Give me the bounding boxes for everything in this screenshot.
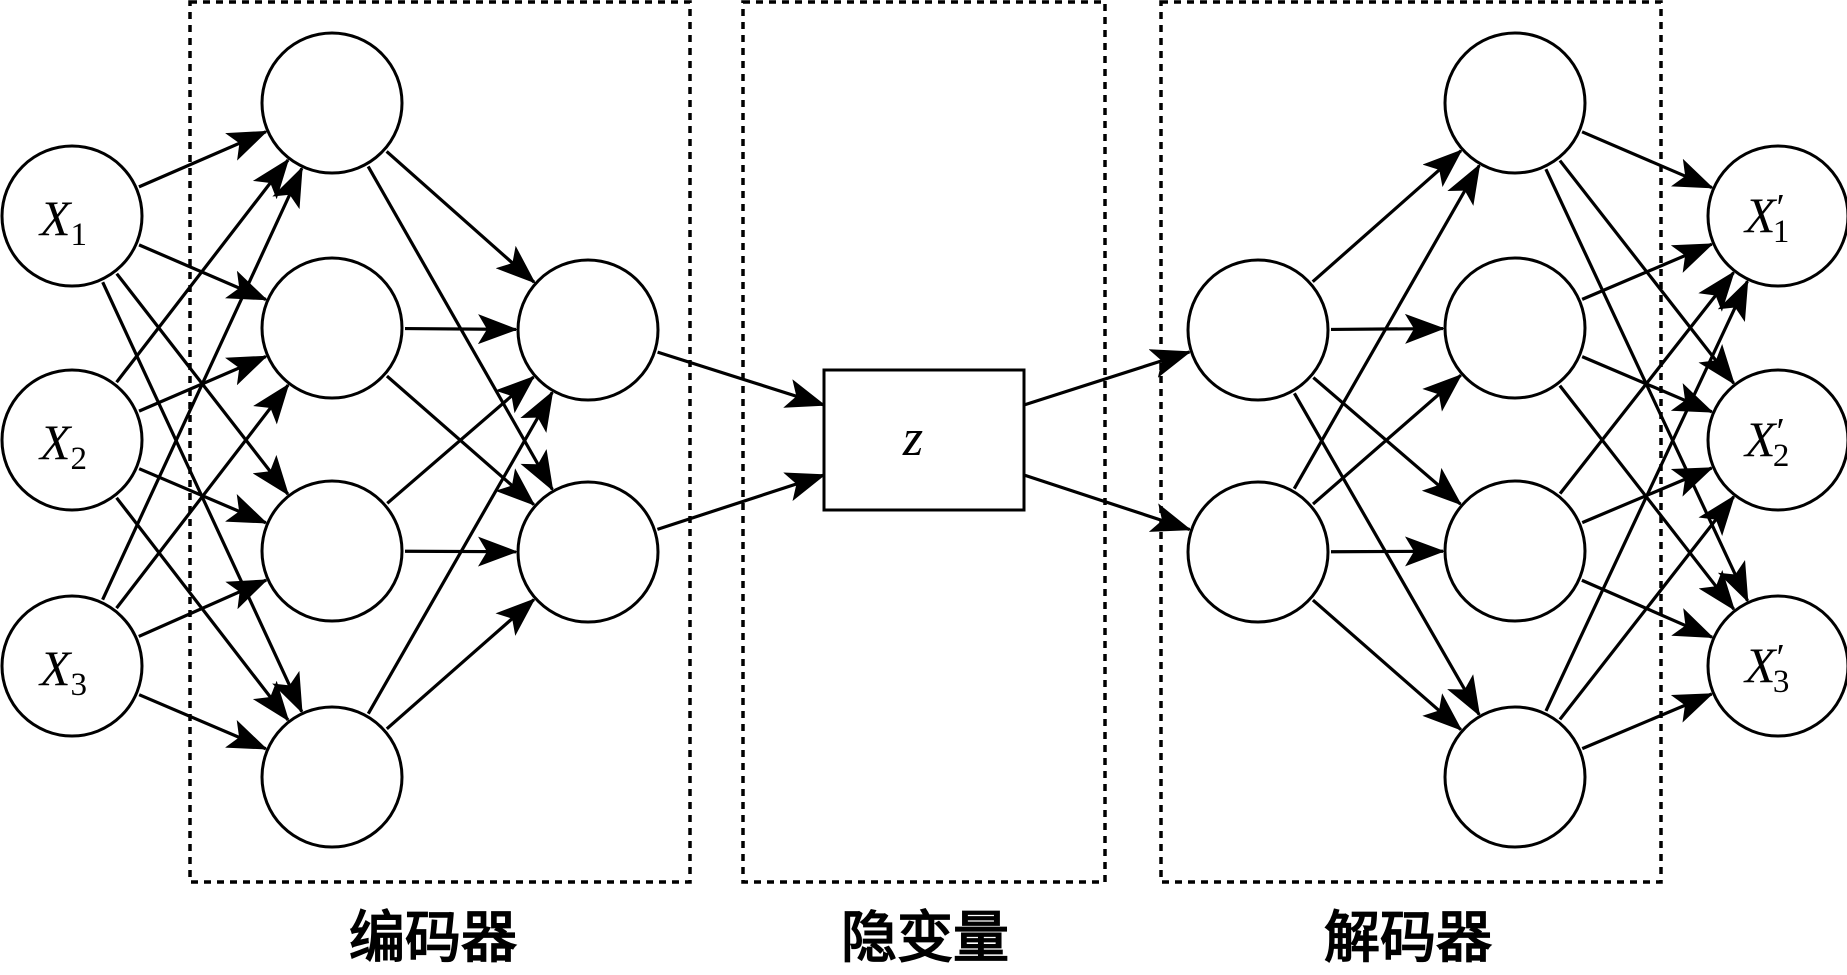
latent-variable-box [822, 368, 1026, 512]
encoder-node [260, 479, 404, 623]
decoder-node [1443, 256, 1587, 400]
encoder-label: 编码器 [349, 906, 518, 971]
encoder-box [188, 0, 692, 884]
arrow-to-latent [657, 350, 826, 408]
output-label-2: X′2 [1743, 411, 1789, 474]
arrow-edge [404, 314, 519, 345]
arrow-edge [138, 693, 268, 751]
arrow-edge [138, 130, 268, 189]
output-node [1706, 368, 1847, 512]
latent-variable-label: z [902, 410, 923, 467]
decoder-label: 解码器 [1324, 906, 1493, 971]
encoder-node [260, 256, 404, 400]
output-label-3: X′3 [1743, 637, 1789, 700]
encoder-node [260, 705, 404, 849]
arrow-edge [138, 578, 268, 638]
arrow-from-latent [1023, 473, 1192, 532]
input-node [0, 368, 144, 512]
arrow-edge [386, 375, 536, 505]
arrow-edge [1311, 373, 1463, 506]
input-node [0, 594, 144, 738]
output-node [1706, 144, 1847, 288]
encoder-node [260, 31, 404, 175]
arrow-edge [1558, 495, 1735, 721]
decoder-node [1443, 705, 1587, 849]
arrow-edge [366, 390, 554, 715]
arrow-edge [1292, 392, 1481, 717]
arrow-edge [385, 150, 536, 284]
decoder-node [1443, 31, 1587, 175]
input-label-3: X3 [38, 640, 87, 703]
connections [101, 130, 1749, 751]
arrow-edge [1581, 242, 1714, 301]
decoder-node [1443, 479, 1587, 623]
decoder-node [1186, 258, 1330, 402]
arrow-edge [1581, 130, 1714, 190]
output-node [1706, 594, 1847, 738]
arrow-edge [101, 166, 304, 601]
arrow-edge [385, 598, 536, 731]
input-node [0, 144, 144, 288]
arrow-edge [1311, 149, 1463, 283]
arrow-edge [1292, 163, 1481, 490]
arrow-edge [1311, 598, 1463, 731]
decoder-box [1159, 0, 1663, 884]
arrow-edge [1558, 271, 1735, 495]
input-label-2: X2 [38, 414, 87, 477]
arrow-edge [1581, 692, 1714, 751]
output-label-1: X′1 [1743, 187, 1789, 250]
neurons [0, 31, 1847, 849]
arrow-edge [115, 158, 290, 384]
arrow-from-latent [1023, 349, 1192, 407]
arrow-to-latent [656, 472, 826, 531]
arrow-edge [1544, 279, 1749, 712]
encoder-node [516, 258, 660, 402]
decoder-node [1186, 480, 1330, 624]
latent-box-outline [741, 0, 1107, 884]
input-label-1: X1 [38, 190, 87, 253]
arrow-edge [115, 383, 290, 610]
encoder-node [516, 480, 660, 624]
latent-label: 隐变量 [841, 906, 1009, 971]
